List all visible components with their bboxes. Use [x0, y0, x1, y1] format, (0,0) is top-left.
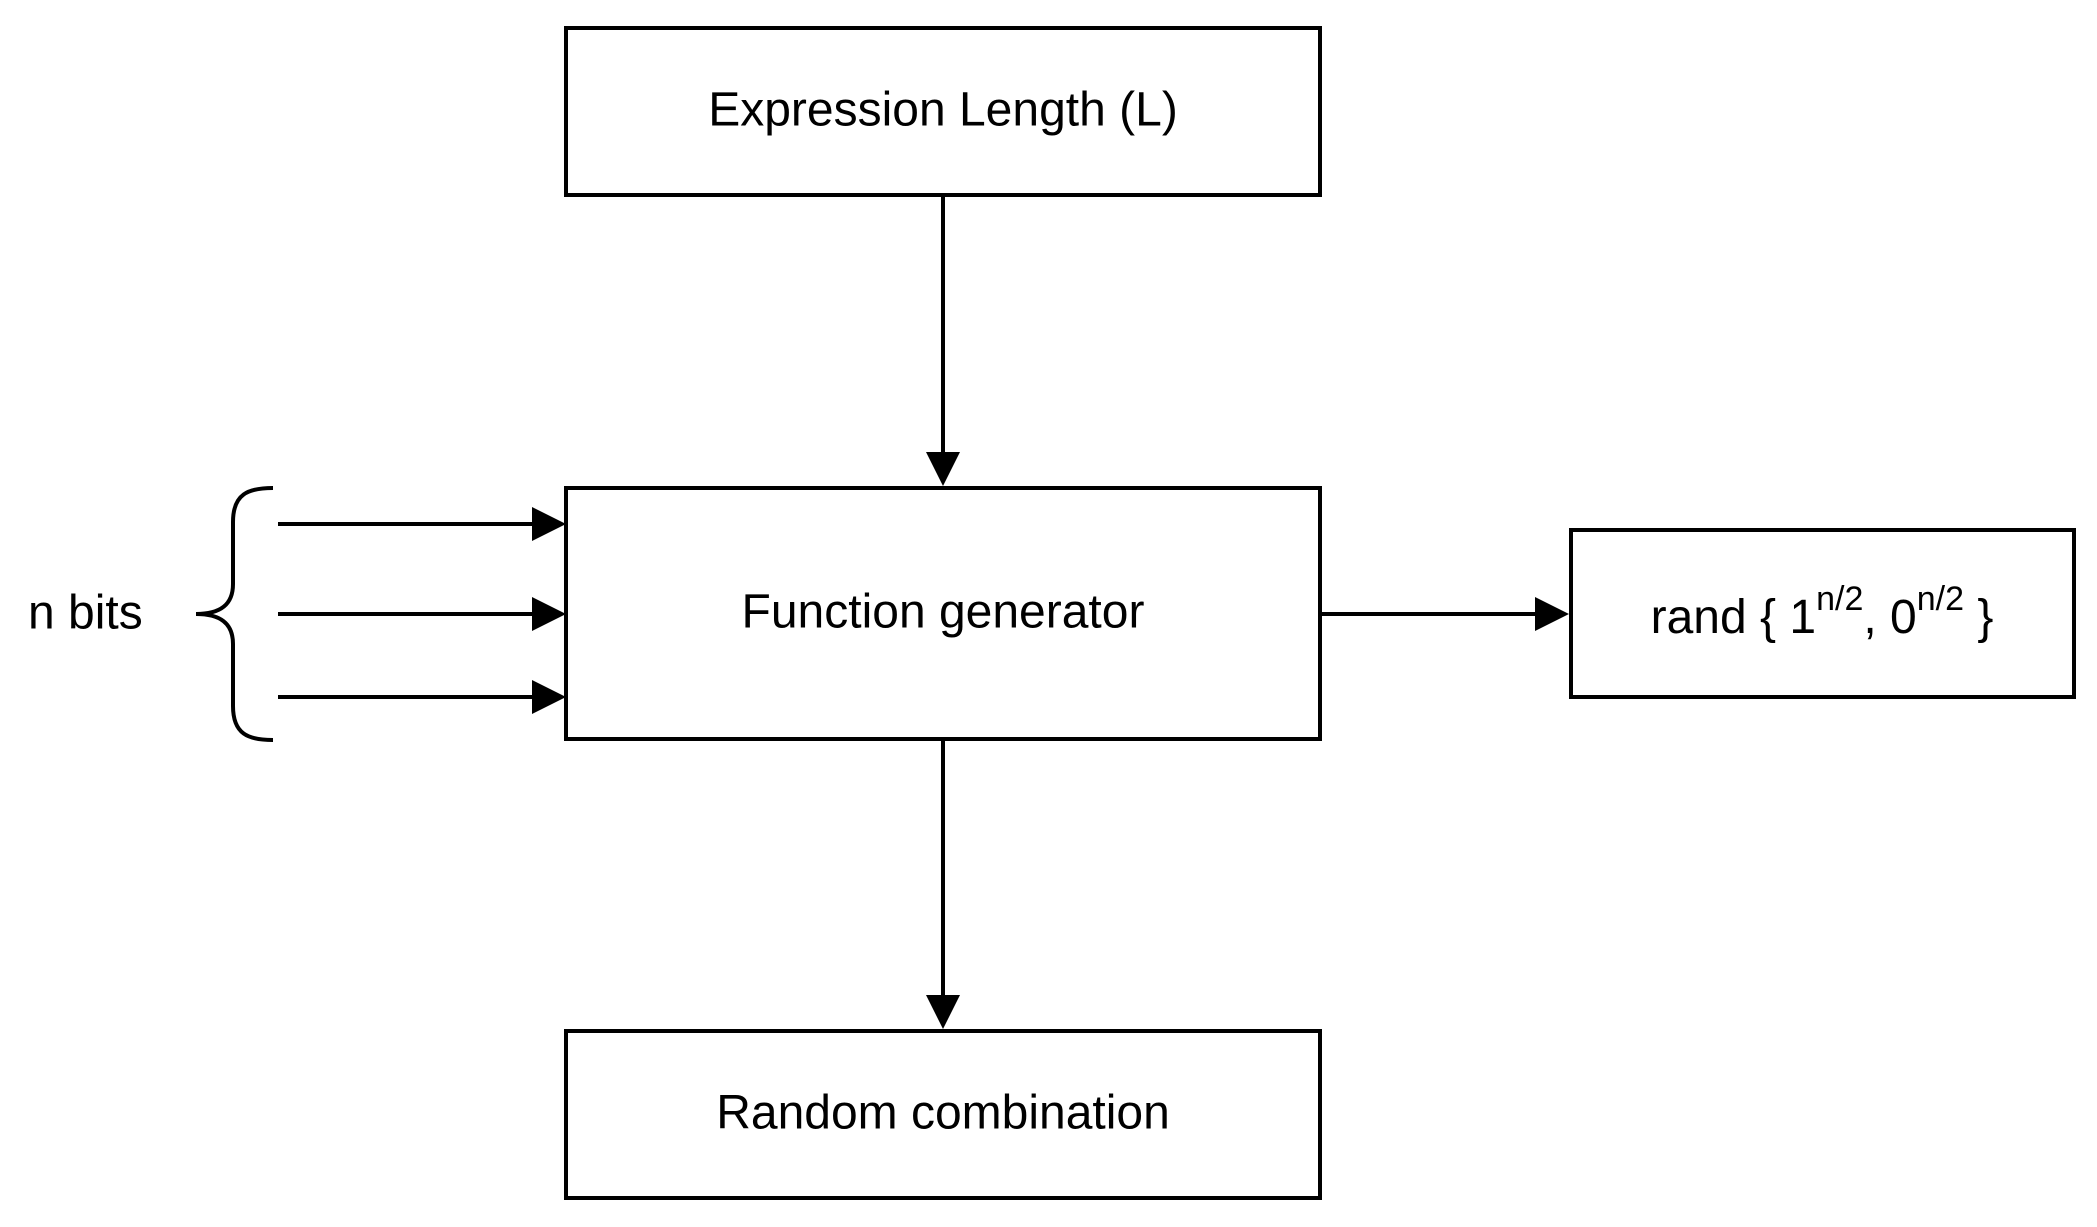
expression-length-label: Expression Length (L) — [708, 84, 1178, 137]
input-arrows — [278, 507, 566, 714]
input-arrow-2 — [278, 597, 566, 631]
expression-length-node: Expression Length (L) — [564, 26, 1322, 197]
edge-function-to-random-combination — [926, 739, 960, 1029]
random-combination-label: Random combination — [716, 1087, 1170, 1140]
input-brace — [195, 486, 274, 742]
edge-expression-to-function — [926, 195, 960, 486]
arrowhead — [1535, 597, 1569, 631]
rand-output-sup-2: n/2 — [1917, 580, 1964, 618]
arrowhead — [926, 452, 960, 486]
rand-output-prefix: rand { 1 — [1651, 591, 1816, 644]
function-generator-node: Function generator — [564, 486, 1322, 741]
rand-output-box — [1569, 528, 2076, 699]
arrowhead — [532, 680, 566, 714]
edge-function-to-rand — [1320, 597, 1569, 631]
random-combination-node: Random combination — [564, 1029, 1322, 1200]
arrowhead — [926, 995, 960, 1029]
input-arrow-1 — [278, 507, 566, 541]
rand-output-suffix: } — [1964, 591, 1993, 644]
expression-length-box — [564, 26, 1322, 197]
input-arrow-3 — [278, 680, 566, 714]
rand-output-label: rand { 1n/2, 0n/2 } — [1651, 580, 1994, 644]
rand-output-sup-1: n/2 — [1816, 580, 1863, 618]
rand-output-middle: , 0 — [1863, 591, 1916, 644]
rand-output-node: rand { 1n/2, 0n/2 } — [1569, 528, 2076, 699]
arrowhead — [532, 597, 566, 631]
arrowhead — [532, 507, 566, 541]
random-combination-box — [564, 1029, 1322, 1200]
function-generator-box — [564, 486, 1322, 741]
n-bits-label: n bits — [28, 587, 143, 640]
function-generator-label: Function generator — [742, 586, 1145, 639]
